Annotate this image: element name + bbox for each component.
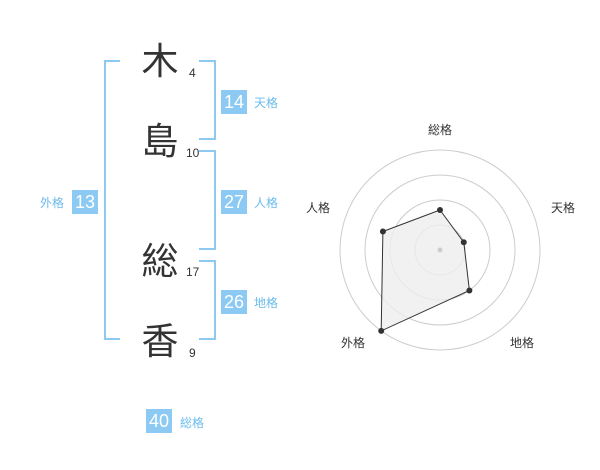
jinkaku-value: 27 bbox=[221, 190, 248, 214]
tenkaku-label: 天格 bbox=[254, 96, 279, 110]
stroke-count-2: 10 bbox=[186, 146, 200, 160]
radar-label-gaikaku: 外格 bbox=[341, 336, 366, 350]
stroke-count-3: 17 bbox=[186, 265, 200, 279]
radar-grid-ring bbox=[339, 149, 541, 351]
radar-point-0 bbox=[437, 207, 443, 213]
radar-center-dot bbox=[437, 247, 443, 253]
radar-point-1 bbox=[460, 239, 467, 246]
stroke-count-1: 4 bbox=[189, 66, 196, 80]
stroke-count-4: 9 bbox=[189, 346, 196, 360]
name-char-4: 香 bbox=[141, 320, 179, 363]
tenkaku-bracket bbox=[199, 60, 216, 140]
gaikaku-value: 13 bbox=[72, 190, 99, 214]
name-char-2: 島 bbox=[141, 120, 179, 163]
chikaku-label: 地格 bbox=[254, 296, 279, 310]
jinkaku-bracket bbox=[199, 150, 216, 250]
chikaku-value: 26 bbox=[221, 290, 248, 314]
radar-value-polygon bbox=[380, 209, 470, 332]
name-char-1: 木 bbox=[141, 40, 179, 83]
radar-label-chikaku: 地格 bbox=[510, 336, 535, 350]
soukaku-label: 総格 bbox=[180, 416, 205, 430]
radar-label-jinkaku: 人格 bbox=[306, 201, 331, 215]
name-char-3: 総 bbox=[141, 240, 179, 283]
radar-point-4 bbox=[379, 228, 386, 235]
radar-grid-ring bbox=[364, 174, 516, 326]
radar-label-soukaku: 総格 bbox=[428, 123, 453, 137]
chikaku-bracket bbox=[199, 260, 216, 340]
gaikaku-label: 外格 bbox=[40, 196, 65, 210]
soukaku-value: 40 bbox=[146, 409, 173, 433]
jinkaku-label: 人格 bbox=[254, 196, 279, 210]
gaikaku-bracket bbox=[104, 60, 120, 340]
radar-point-2 bbox=[466, 287, 473, 294]
tenkaku-value: 14 bbox=[221, 90, 248, 114]
radar-label-tenkaku: 天格 bbox=[551, 201, 576, 215]
radar-point-3 bbox=[378, 327, 385, 334]
